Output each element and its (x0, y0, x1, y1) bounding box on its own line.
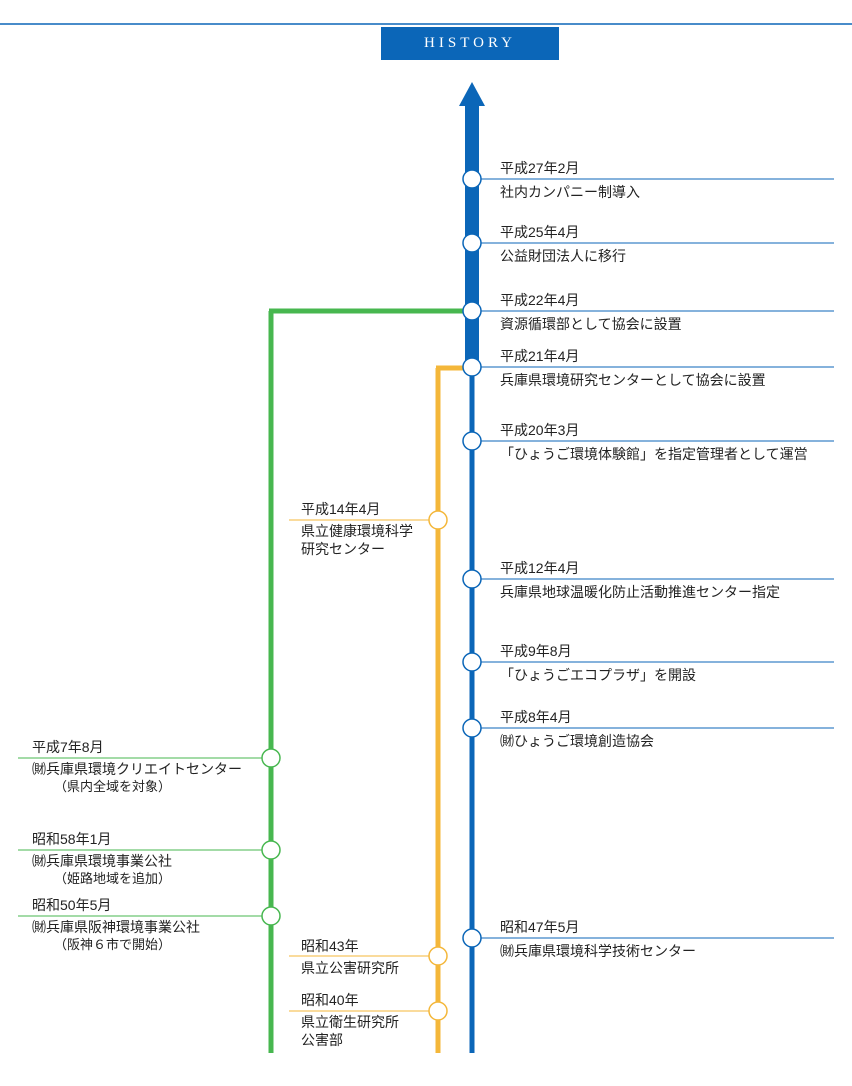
event-item: 平成12年4月 兵庫県地球温暖化防止活動推進センター指定 (500, 559, 780, 601)
event-date: 昭和50年5月 (32, 897, 112, 913)
event-marker (261, 840, 281, 860)
event-item: 平成8年4月 ㈶ひょうご環境創造協会 (500, 708, 654, 750)
event-date: 平成25年4月 (500, 224, 580, 240)
event-text-2: 研究センター (301, 541, 385, 557)
event-text: ㈶兵庫県阪神環境事業公社 (32, 919, 200, 935)
event-date: 平成7年8月 (32, 739, 104, 755)
event-date: 平成21年4月 (500, 348, 580, 364)
event-item: 平成9年8月 「ひょうごエコプラザ」を開設 (500, 642, 696, 684)
event-date: 昭和47年5月 (500, 919, 580, 935)
event-text: 公益財団法人に移行 (500, 248, 626, 264)
event-text: 資源循環部として協会に設置 (500, 316, 682, 332)
event-subtext: （県内全域を対象） (54, 779, 172, 794)
event-marker (462, 569, 482, 589)
event-date: 平成22年4月 (500, 292, 580, 308)
event-text: ㈶兵庫県環境事業公社 (32, 853, 172, 869)
event-date: 平成12年4月 (500, 560, 580, 576)
event-text: ㈶兵庫県環境クリエイトセンター (32, 761, 242, 777)
event-item: 平成21年4月 兵庫県環境研究センターとして協会に設置 (500, 347, 766, 389)
event-text: ㈶兵庫県環境科学技術センター (500, 943, 696, 959)
event-item: 平成14年4月 県立健康環境科学 研究センター (301, 500, 413, 558)
event-marker (462, 233, 482, 253)
event-text: 「ひょうごエコプラザ」を開設 (500, 667, 696, 683)
event-text: 県立公害研究所 (301, 960, 399, 976)
event-marker (462, 718, 482, 738)
event-marker (428, 510, 448, 530)
arrow-up-icon (459, 82, 485, 106)
event-item: 昭和40年 県立衛生研究所 公害部 (301, 991, 399, 1049)
event-item: 平成20年3月 「ひょうご環境体験館」を指定管理者として運営 (500, 421, 808, 463)
event-item: 昭和47年5月 ㈶兵庫県環境科学技術センター (500, 918, 696, 960)
event-item: 昭和58年1月 ㈶兵庫県環境事業公社 （姫路地域を追加） (32, 830, 172, 888)
event-marker (261, 748, 281, 768)
event-text: ㈶ひょうご環境創造協会 (500, 733, 654, 749)
event-text: 「ひょうご環境体験館」を指定管理者として運営 (500, 446, 808, 462)
event-marker (428, 946, 448, 966)
event-marker (462, 928, 482, 948)
event-item: 平成7年8月 ㈶兵庫県環境クリエイトセンター （県内全域を対象） (32, 738, 242, 796)
event-date: 平成27年2月 (500, 160, 580, 176)
event-date: 平成14年4月 (301, 501, 381, 517)
event-marker (462, 431, 482, 451)
event-item: 平成25年4月 公益財団法人に移行 (500, 223, 626, 265)
page-title: HISTORY (381, 27, 559, 60)
event-subtext: （姫路地域を追加） (54, 871, 172, 886)
event-text: 社内カンパニー制導入 (500, 184, 640, 200)
event-text: 兵庫県環境研究センターとして協会に設置 (500, 372, 766, 388)
event-text: 県立衛生研究所 (301, 1014, 399, 1030)
event-date: 平成20年3月 (500, 422, 580, 438)
event-marker (462, 301, 482, 321)
event-item: 昭和43年 県立公害研究所 (301, 937, 399, 977)
event-date: 昭和40年 (301, 992, 359, 1008)
event-date: 平成8年4月 (500, 709, 572, 725)
event-date: 昭和58年1月 (32, 831, 112, 847)
event-text: 兵庫県地球温暖化防止活動推進センター指定 (500, 584, 780, 600)
event-subtext: （阪神６市で開始） (54, 937, 172, 952)
event-marker (462, 357, 482, 377)
event-marker (462, 169, 482, 189)
event-date: 平成9年8月 (500, 643, 572, 659)
event-item: 平成27年2月 社内カンパニー制導入 (500, 159, 640, 201)
event-marker (261, 906, 281, 926)
event-text-2: 公害部 (301, 1032, 343, 1048)
event-marker (462, 652, 482, 672)
event-item: 昭和50年5月 ㈶兵庫県阪神環境事業公社 （阪神６市で開始） (32, 896, 200, 954)
event-text: 県立健康環境科学 (301, 523, 413, 539)
event-item: 平成22年4月 資源循環部として協会に設置 (500, 291, 682, 333)
event-marker (428, 1001, 448, 1021)
event-date: 昭和43年 (301, 938, 359, 954)
